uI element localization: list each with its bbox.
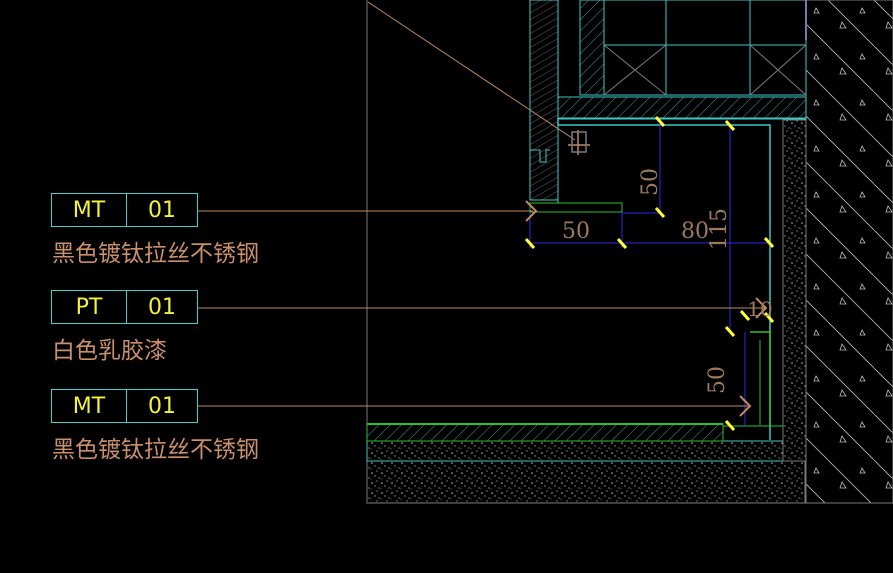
material-name: 黑色镀钛拉丝不锈钢	[52, 437, 259, 463]
dimension-text: 10	[747, 297, 772, 321]
material-code: PT	[52, 291, 127, 323]
upper-cabinet	[529, 0, 807, 201]
callout-leaders	[198, 200, 768, 417]
concrete-wall	[782, 0, 893, 504]
dimension-text: 80	[681, 219, 709, 244]
material-number: 01	[148, 393, 176, 419]
material-tag: MT 01	[51, 389, 198, 423]
material-name: 黑色镀钛拉丝不锈钢	[52, 241, 259, 267]
dimension-text: 50	[638, 168, 663, 196]
material-number: 01	[148, 294, 176, 320]
material-number: 01	[148, 197, 176, 223]
dimension-lines	[529, 120, 770, 426]
material-tag: MT 01	[51, 193, 198, 227]
floor-section	[366, 423, 806, 504]
dimension-ticks	[524, 116, 775, 431]
material-code: MT	[52, 194, 127, 226]
dimension-text: 50	[562, 219, 590, 244]
dimension-text: 115	[707, 208, 732, 250]
material-name: 白色乳胶漆	[52, 338, 167, 364]
dimension-text: 50	[705, 366, 730, 394]
material-tag: PT 01	[51, 290, 198, 324]
material-code: MT	[52, 390, 127, 422]
anchor-symbol	[568, 130, 590, 155]
